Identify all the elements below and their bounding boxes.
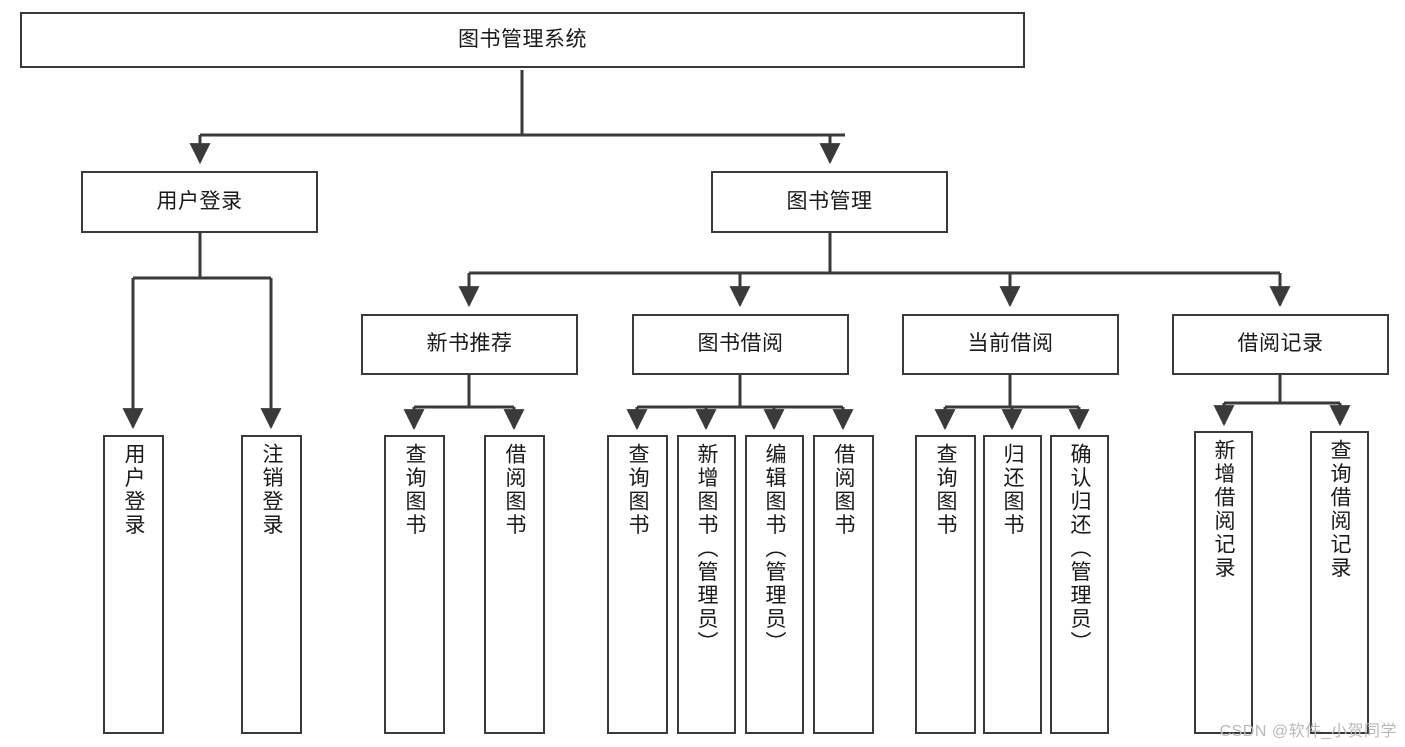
node-leaf-query-book-1[interactable]: 查询图书	[384, 435, 445, 734]
node-leaf-query-book-3-label: 查询图书	[934, 443, 957, 537]
node-leaf-borrow-book-2[interactable]: 借阅图书	[813, 435, 874, 734]
node-leaf-borrow-book-1[interactable]: 借阅图书	[484, 435, 545, 734]
node-leaf-add-record[interactable]: 新增借阅记录	[1194, 431, 1253, 734]
node-book-manage[interactable]: 图书管理	[711, 171, 948, 233]
node-borrow-record-label: 借阅记录	[1237, 332, 1324, 356]
node-leaf-add-record-label: 新增借阅记录	[1212, 439, 1235, 580]
node-leaf-edit-book-label: 编辑图书（管理员）	[763, 443, 786, 655]
node-leaf-return-book[interactable]: 归还图书	[983, 435, 1042, 734]
node-new-book-recommend-label: 新书推荐	[426, 332, 513, 356]
watermark-text: CSDN @软件_小贺同学	[1219, 723, 1397, 740]
node-user-login-label: 用户登录	[156, 189, 243, 213]
node-leaf-query-record[interactable]: 查询借阅记录	[1310, 431, 1369, 734]
node-leaf-return-book-label: 归还图书	[1001, 443, 1024, 537]
node-root-label: 图书管理系统	[458, 27, 587, 51]
node-book-borrow-label: 图书借阅	[697, 332, 784, 356]
node-leaf-borrow-book-1-label: 借阅图书	[503, 443, 526, 537]
node-current-borrow[interactable]: 当前借阅	[902, 314, 1119, 375]
node-leaf-confirm-return-label: 确认归还（管理员）	[1068, 443, 1091, 655]
node-current-borrow-label: 当前借阅	[967, 332, 1054, 356]
node-leaf-add-book[interactable]: 新增图书（管理员）	[677, 435, 736, 734]
node-user-login[interactable]: 用户登录	[81, 171, 318, 233]
node-leaf-confirm-return[interactable]: 确认归还（管理员）	[1050, 435, 1109, 734]
node-leaf-query-book-3[interactable]: 查询图书	[915, 435, 976, 734]
node-leaf-user-login-label: 用户登录	[122, 443, 145, 537]
node-leaf-add-book-label: 新增图书（管理员）	[695, 443, 718, 655]
node-leaf-user-logout[interactable]: 注销登录	[241, 435, 302, 734]
node-book-manage-label: 图书管理	[786, 189, 873, 213]
node-leaf-user-logout-label: 注销登录	[260, 443, 283, 537]
node-leaf-query-book-2-label: 查询图书	[626, 443, 649, 537]
node-leaf-borrow-book-2-label: 借阅图书	[832, 443, 855, 537]
node-borrow-record[interactable]: 借阅记录	[1172, 314, 1389, 375]
node-new-book-recommend[interactable]: 新书推荐	[361, 314, 578, 375]
node-root[interactable]: 图书管理系统	[20, 12, 1025, 68]
node-leaf-query-book-2[interactable]: 查询图书	[607, 435, 668, 734]
node-leaf-user-login[interactable]: 用户登录	[103, 435, 164, 734]
node-leaf-query-book-1-label: 查询图书	[403, 443, 426, 537]
node-book-borrow[interactable]: 图书借阅	[632, 314, 849, 375]
node-leaf-query-record-label: 查询借阅记录	[1328, 439, 1351, 580]
node-leaf-edit-book[interactable]: 编辑图书（管理员）	[745, 435, 804, 734]
